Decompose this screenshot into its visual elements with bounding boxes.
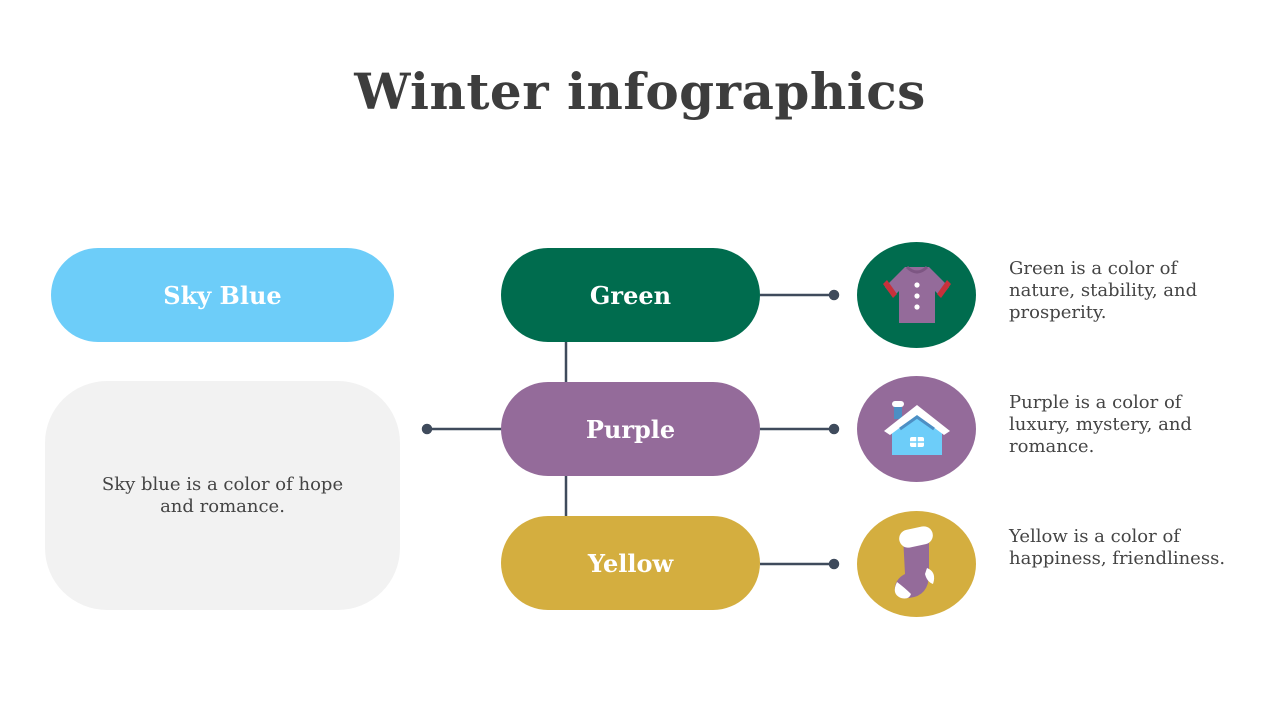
connector-dot-purple: [828, 423, 840, 435]
purple-icon-circle: [857, 376, 976, 482]
purple-pill: Purple: [501, 382, 760, 476]
sky-blue-note: Sky blue is a color of hope and romance.: [45, 381, 400, 610]
connector-dot-yellow: [828, 558, 840, 570]
yellow-pill: Yellow: [501, 516, 760, 610]
page-title: Winter infographics: [354, 62, 926, 121]
yellow-icon-circle: [857, 511, 976, 617]
sky-blue-pill: Sky Blue: [51, 248, 394, 342]
connector-dot-left: [421, 423, 433, 435]
purple-description: Purple is a color of luxury, mystery, an…: [1009, 392, 1192, 457]
stocking-icon: [894, 526, 934, 599]
sky-blue-label: Sky Blue: [163, 280, 282, 310]
green-description: Green is a color of nature, stability, a…: [1009, 258, 1198, 323]
sweater-icon: [882, 265, 951, 323]
sky-blue-note-text: Sky blue is a color of hope and romance.: [101, 473, 344, 517]
snowy-house-icon: [883, 401, 950, 455]
connector-dot-green: [828, 289, 840, 301]
green-pill: Green: [501, 248, 760, 342]
green-label: Green: [589, 280, 672, 310]
yellow-label: Yellow: [587, 548, 674, 578]
purple-label: Purple: [585, 414, 676, 444]
green-icon-circle: [857, 242, 976, 348]
yellow-description: Yellow is a color of happiness, friendli…: [1009, 526, 1226, 569]
